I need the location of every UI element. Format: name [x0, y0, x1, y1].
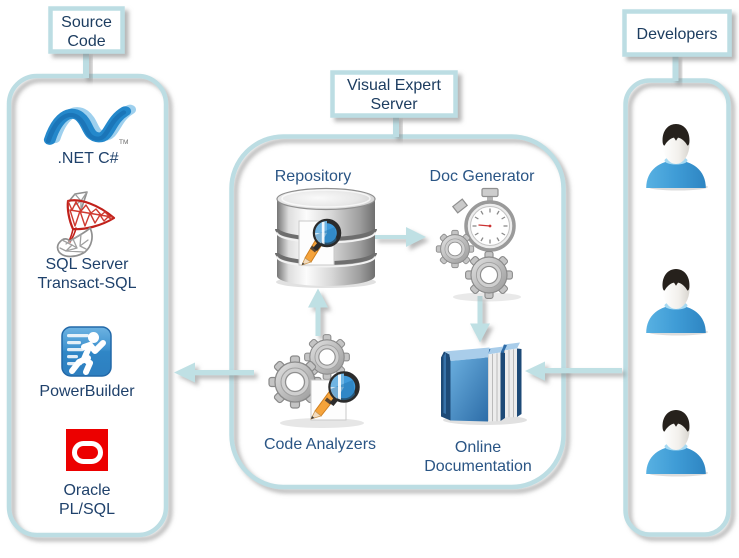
- svg-text:Documentation: Documentation: [424, 458, 532, 475]
- svg-text:Repository: Repository: [275, 168, 351, 185]
- svg-text:Code Analyzers: Code Analyzers: [264, 436, 376, 453]
- svg-text:Source: Source: [61, 14, 112, 31]
- svg-text:Developers: Developers: [637, 26, 718, 43]
- svg-text:Online: Online: [455, 439, 501, 456]
- svg-text:TM: TM: [119, 139, 128, 146]
- svg-text:PL/SQL: PL/SQL: [59, 501, 115, 518]
- svg-text:PowerBuilder: PowerBuilder: [39, 383, 135, 400]
- svg-text:.NET C#: .NET C#: [57, 150, 118, 167]
- svg-text:SQL Server: SQL Server: [46, 256, 130, 273]
- svg-text:Code: Code: [67, 33, 105, 50]
- svg-text:Visual Expert: Visual Expert: [347, 77, 442, 94]
- svg-text:Server: Server: [370, 96, 418, 113]
- svg-text:Doc Generator: Doc Generator: [430, 168, 536, 185]
- svg-text:Transact-SQL: Transact-SQL: [38, 275, 137, 292]
- svg-text:Oracle: Oracle: [63, 482, 110, 499]
